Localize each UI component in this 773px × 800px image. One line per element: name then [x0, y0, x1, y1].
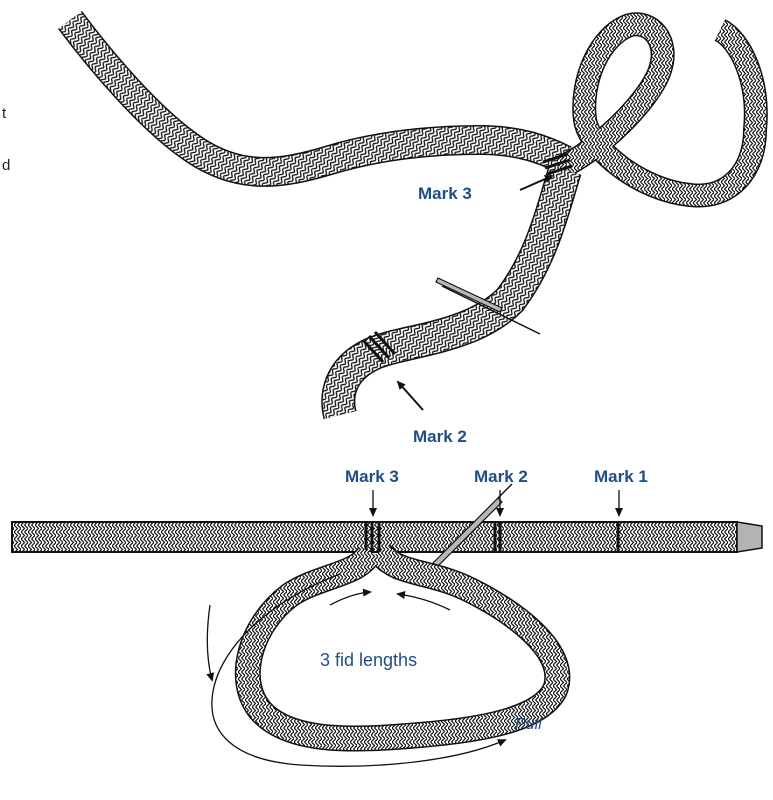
pull-label: Pull	[515, 716, 542, 733]
bottom-mark1-label: Mark 1	[594, 467, 648, 486]
arrow-icon	[211, 573, 507, 767]
mark-3-hash	[364, 521, 381, 553]
edge-text-1: t	[2, 105, 7, 122]
mark-2-hash	[493, 521, 502, 553]
top-mark3-label: Mark 3	[418, 184, 472, 203]
arrow-icon	[396, 591, 451, 611]
arrow-icon	[519, 175, 554, 191]
mark-2-hash-top	[361, 330, 397, 364]
arrow-icon	[329, 588, 372, 606]
arrow-icon	[396, 380, 424, 411]
rope-end-cap	[736, 521, 763, 553]
edge-text-2: d	[2, 157, 10, 174]
mark-3-hash-top	[542, 152, 573, 176]
arrow-icon	[206, 604, 215, 682]
top-mark2-label: Mark 2	[413, 427, 467, 446]
top-figure: Mark 3 Mark 2	[58, 10, 768, 446]
loop-length-label: 3 fid lengths	[320, 650, 417, 670]
fid-icon	[435, 277, 541, 335]
bottom-figure: Mark 3 Mark 2 Mark 1 3 fid lengths Pull	[11, 467, 763, 767]
bottom-mark2-label: Mark 2	[474, 467, 528, 486]
rope-icon	[11, 521, 738, 553]
bottom-mark3-label: Mark 3	[345, 467, 399, 486]
